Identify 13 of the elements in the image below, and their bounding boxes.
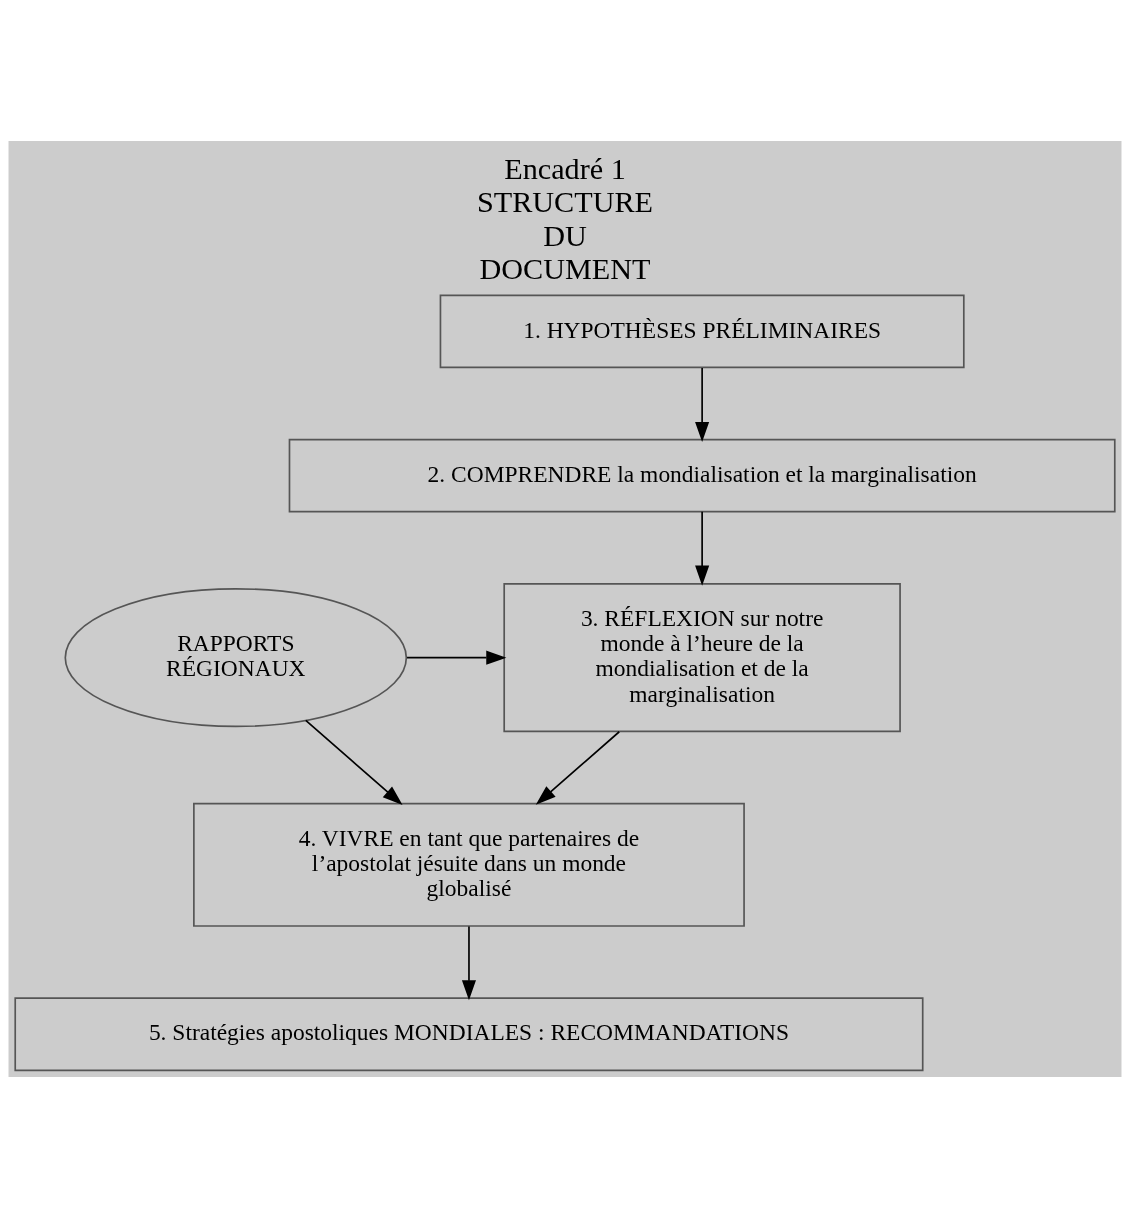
arrow: [406, 650, 507, 665]
node-box: 2. COMPRENDRE la mondialisation et la marginalisation: [288, 438, 1116, 513]
node-box: 5. Stratégies apostoliques MONDIALES : RECOMMANDATIONS: [14, 996, 924, 1071]
arrow: [304, 719, 403, 805]
diagram-title: Encadré 1 STRUCTURE DU DOCUMENT: [476, 151, 654, 286]
arrow: [461, 925, 477, 1000]
arrow: [695, 510, 710, 586]
arrow: [695, 366, 710, 442]
node-ellipse: RAPPORTS RÉGIONAUX: [64, 587, 408, 727]
arrow: [535, 730, 621, 805]
node-box: 3. RÉFLEXION sur notre monde à l’heure de la mondialisation et de la marginalisation: [503, 582, 901, 732]
node-box: 4. VIVRE en tant que partenaires de l’apostolat jésuite dans un monde globalisé: [193, 802, 745, 927]
node-box: 1. HYPOTHÈSES PRÉLIMINAIRES: [439, 294, 965, 368]
